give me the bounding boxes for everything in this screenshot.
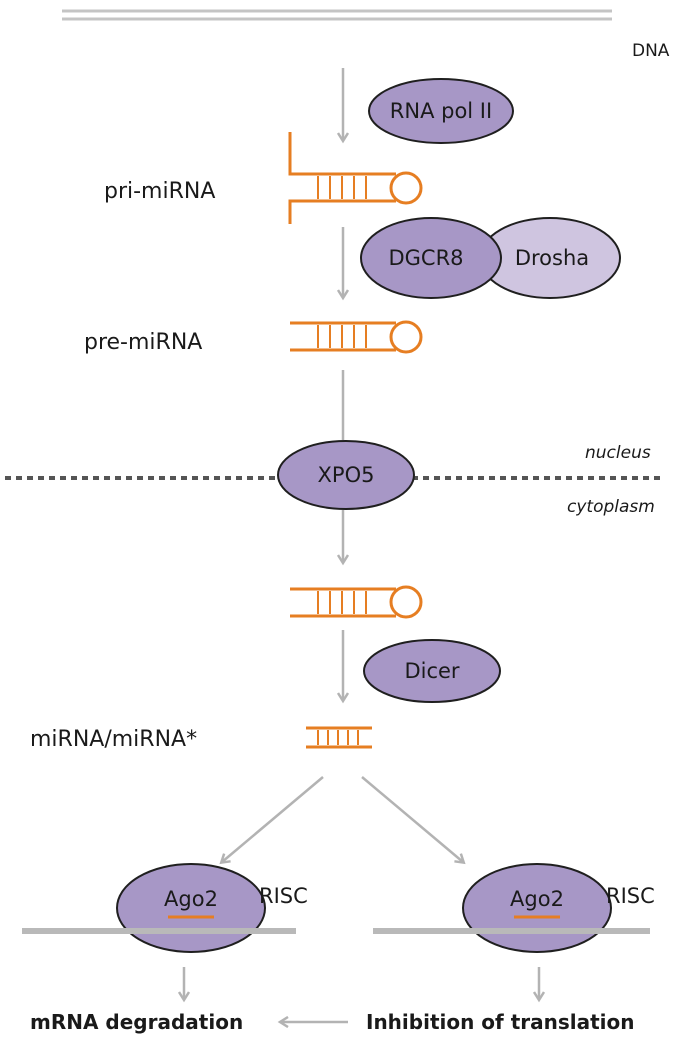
ago2-right-label: Ago2 — [510, 887, 564, 911]
pri-mirna-label: pri-miRNA — [104, 179, 215, 204]
pre-mirna-label: pre-miRNA — [84, 330, 202, 355]
risc-left-label: RISC — [259, 884, 308, 908]
dna-strand — [62, 9, 612, 21]
dicer-label: Dicer — [404, 659, 459, 683]
mirna-duplex — [306, 726, 372, 749]
mrna-degradation-label: mRNA degradation — [30, 1010, 243, 1034]
dgcr8-enzyme — [360, 217, 502, 299]
duplex-label: miRNA/miRNA* — [30, 727, 197, 752]
inhibition-of-translation-label: Inhibition of translation — [366, 1010, 635, 1034]
cytoplasmic-pre-mirna-hairpin — [290, 585, 423, 619]
xpo5-enzyme — [277, 440, 415, 510]
rna-pol-ii-enzyme — [368, 78, 514, 144]
drosha-label: Drosha — [515, 246, 589, 270]
rna-pol-ii-label: RNA pol II — [390, 99, 492, 123]
dgcr8-label: DGCR8 — [388, 246, 463, 270]
pre-mirna-hairpin — [290, 320, 423, 354]
pri-mirna-hairpin — [288, 132, 423, 224]
arrow-to-right-risc — [361, 776, 463, 862]
arrow-to-left-risc — [222, 776, 324, 862]
cytoplasm-label: cytoplasm — [567, 497, 655, 517]
nucleus-label: nucleus — [585, 443, 651, 463]
risc-right-label: RISC — [606, 884, 655, 908]
dicer-enzyme — [363, 639, 501, 703]
xpo5-label: XPO5 — [318, 463, 375, 487]
dna-label: DNA — [632, 41, 670, 61]
ago2-left-label: Ago2 — [164, 887, 218, 911]
